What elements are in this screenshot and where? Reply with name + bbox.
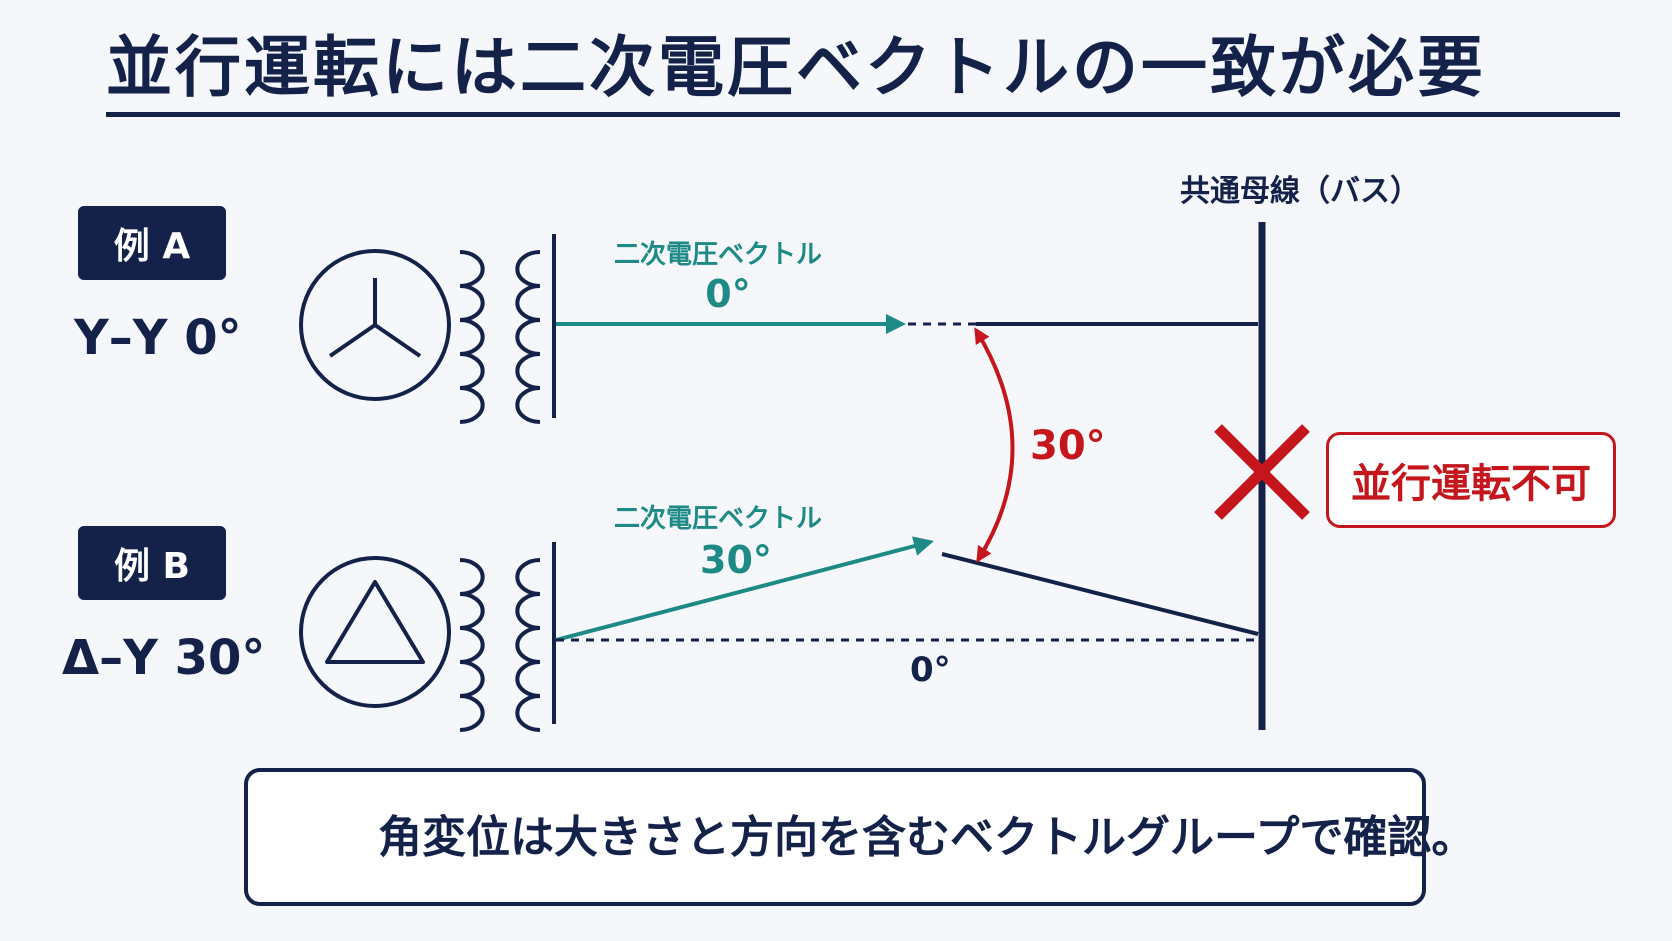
note-text: 角変位は大きさと方向を含むベクトルグループで確認。 [378,812,1476,863]
phase-difference-label: 30° [1030,423,1106,469]
example-a-vector-label: 二次電圧ベクトル [613,240,822,270]
vector-b-arrow [555,536,934,642]
example-a-connection: Y–Y 0° [74,310,242,366]
transformer-coil-icon-a [459,234,556,424]
title-underline [106,112,1620,117]
example-a-tag: 例 A [78,206,226,280]
example-b-vector-label: 二次電圧ベクトル [613,504,822,534]
example-b-vector-angle: 30° [700,538,772,582]
example-b-tag: 例 B [78,526,226,600]
reference-angle-label: 0° [910,650,951,690]
angle-arc [974,327,1015,563]
note-box [244,768,1426,906]
cross-icon [1214,424,1310,520]
example-b-connection: Δ–Y 30° [62,630,266,686]
bus-label: 共通母線（バス） [1180,174,1420,209]
wye-symbol-icon [299,249,451,401]
result-badge: 並行運転不可 [1326,432,1616,528]
page-title: 並行運転には二次電圧ベクトルの一致が必要 [106,29,1486,106]
transformer-coil-icon-b [459,542,556,732]
bus-connection-b [941,552,1259,636]
example-a-vector-angle: 0° [705,272,751,316]
delta-symbol-icon [299,556,451,708]
